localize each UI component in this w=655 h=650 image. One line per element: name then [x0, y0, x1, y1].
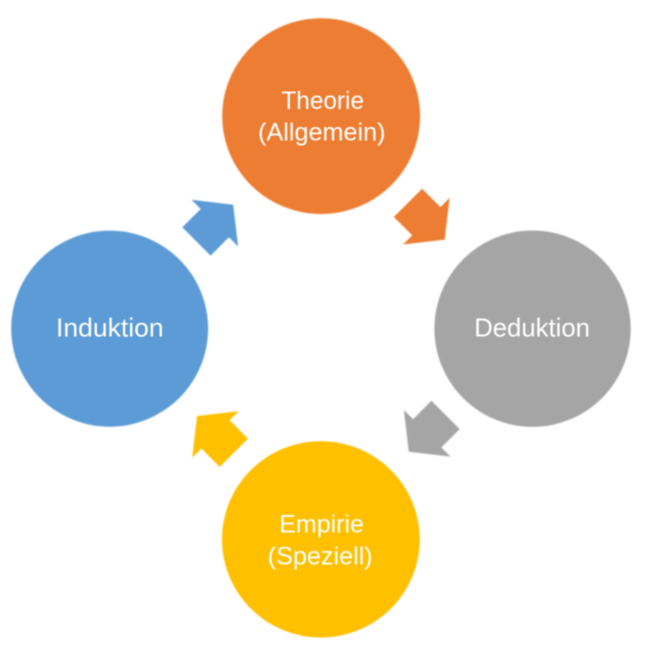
svg-text:(Allgemein): (Allgemein): [258, 119, 386, 147]
svg-text:Theorie: Theorie: [281, 87, 364, 115]
svg-text:Empirie: Empirie: [279, 511, 364, 539]
svg-text:Deduktion: Deduktion: [474, 313, 590, 343]
svg-text:Induktion: Induktion: [56, 313, 164, 343]
svg-text:(Speziell): (Speziell): [268, 542, 373, 570]
